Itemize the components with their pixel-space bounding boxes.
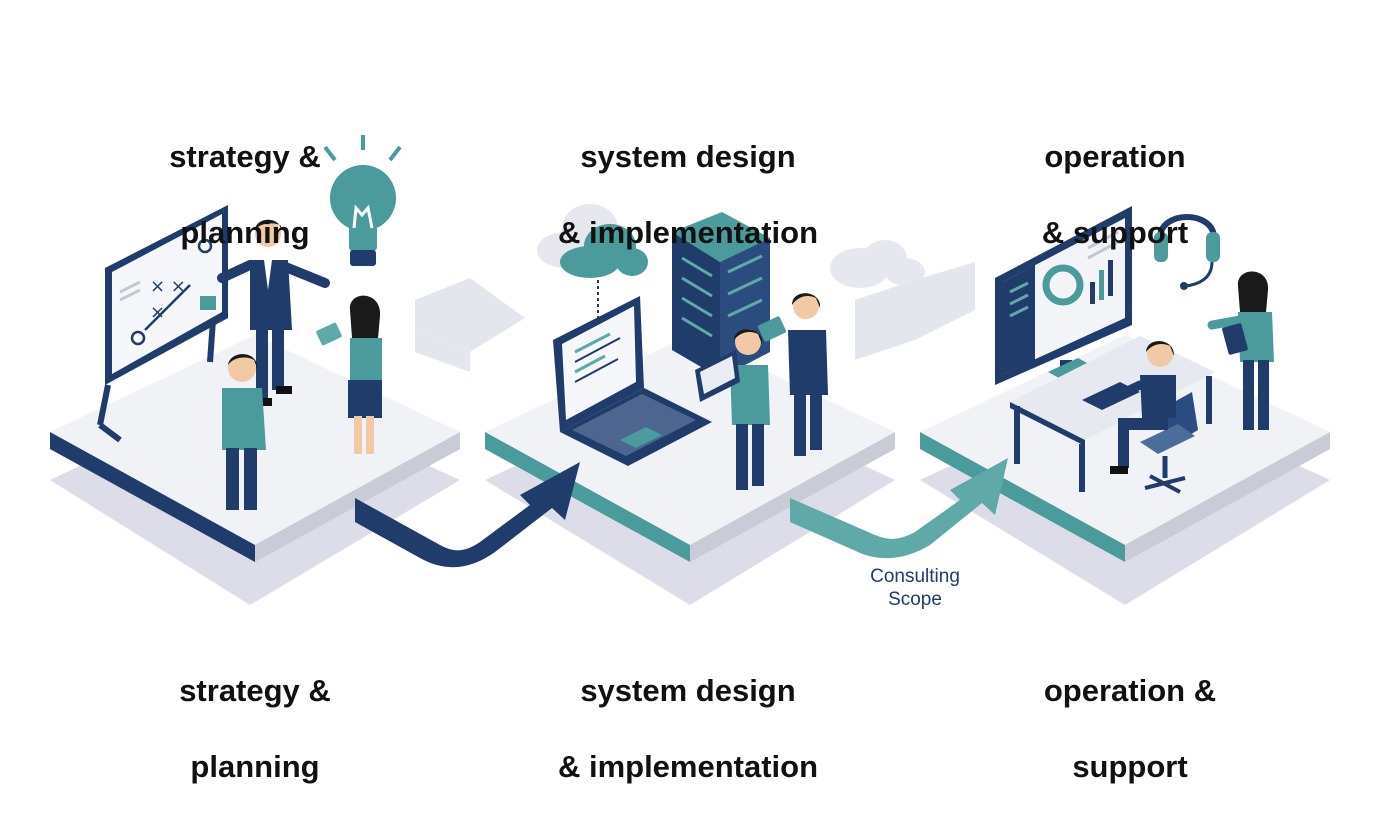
stage-1-top-title: strategy & planning	[130, 100, 360, 290]
seated-operator-icon	[1103, 341, 1176, 474]
stage-2-bottom-title: system design & implementation	[528, 634, 848, 824]
cloud-icon	[537, 204, 648, 320]
stage-3-top-title-line-1: operation	[1044, 139, 1186, 174]
stage-1-bottom-title-line-2: planning	[190, 749, 320, 784]
diagram-canvas: × × ×	[50, 135, 1330, 605]
stage-2-top-title-line-1: system design	[580, 139, 796, 174]
process-diagram: × × ×	[50, 100, 1330, 784]
consulting-scope-line-1: Consulting	[870, 566, 960, 587]
stage-1-bottom-title: strategy & planning	[140, 634, 370, 824]
flow-arrow-2-icon	[790, 458, 1008, 559]
presenter-person-icon	[217, 219, 330, 406]
stage-1-top-title-line-1: strategy &	[169, 139, 321, 174]
developer-person-icon	[695, 293, 828, 490]
stage-3-bottom-title-line-1: operation &	[1043, 673, 1217, 708]
stage-2-top-title: system design & implementation	[528, 100, 848, 290]
stage-1-top-title-line-2: planning	[180, 215, 310, 250]
stage-3-top-title: operation & support	[1000, 100, 1230, 290]
stage-3-bottom-title: operation & support	[1015, 634, 1245, 824]
tablet-person-icon	[316, 295, 382, 454]
stage-1-bottom-title-line-1: strategy &	[179, 673, 331, 708]
svg-text:× ×: × ×	[150, 276, 186, 297]
stage-3-bottom-title-line-2: support	[1072, 749, 1188, 784]
support-person-icon	[1207, 271, 1274, 430]
ghost-cloud-icon	[830, 240, 925, 288]
lightbulb-icon	[323, 135, 402, 266]
stage-2-bottom-title-line-2: & implementation	[557, 749, 819, 784]
ghost-arrow-2-icon	[855, 262, 975, 360]
stage-3-top-title-line-2: & support	[1041, 215, 1189, 250]
stage-2-top-title-line-2: & implementation	[557, 215, 819, 250]
ghost-arrow-1-icon	[415, 278, 525, 372]
stage-2-bottom-title-line-1: system design	[580, 673, 796, 708]
listener-person-icon	[222, 354, 266, 510]
laptop-icon	[553, 296, 712, 466]
whiteboard-icon: × × ×	[97, 205, 228, 443]
flow-arrow-1-icon	[355, 462, 580, 568]
headset-icon	[1154, 214, 1220, 290]
consulting-scope-label: Consulting Scope	[840, 565, 990, 611]
monitor-dashboard-icon	[995, 206, 1132, 385]
consulting-scope-line-2: Scope	[888, 589, 942, 610]
svg-text:×: ×	[150, 302, 165, 323]
